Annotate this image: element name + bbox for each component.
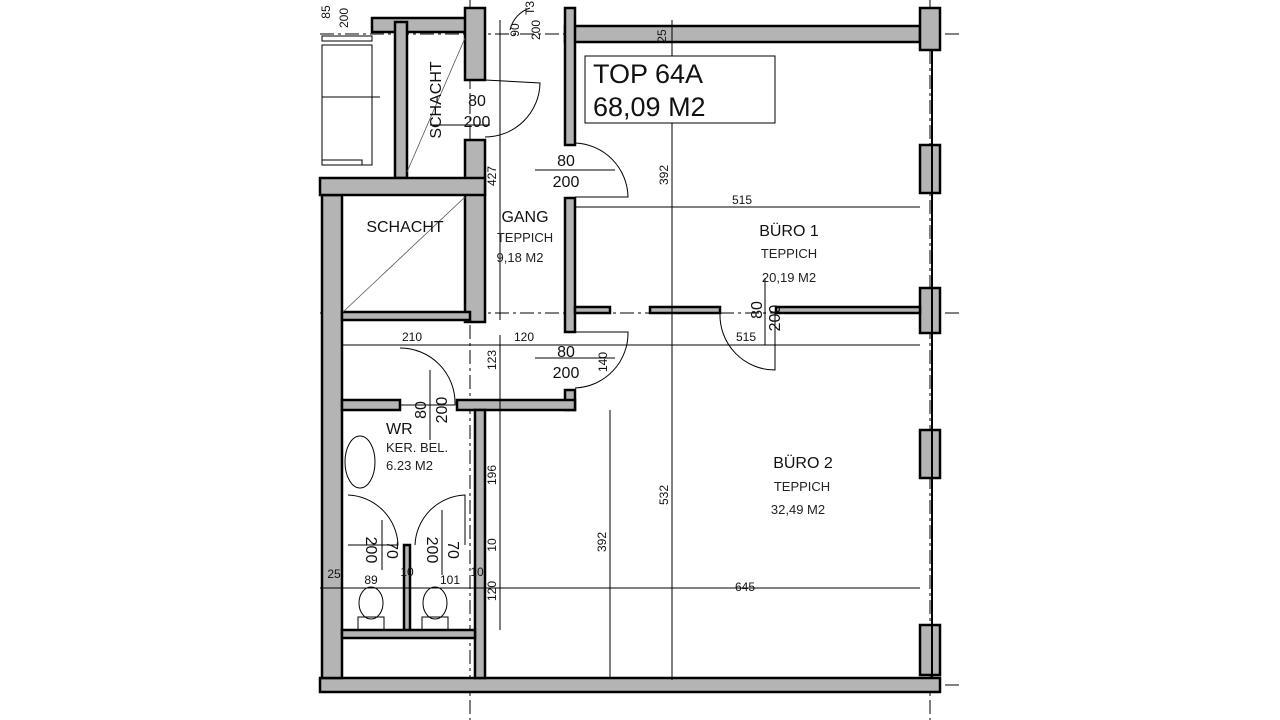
door-stall2-height: 200 [423,537,440,564]
door-buero-height: 200 [767,305,784,332]
shaft-diagonal [406,37,466,173]
unit-label: TOP 64A 68,09 M2 [584,55,776,124]
dim-text: 25 [327,567,341,581]
room-gang-floor: TEPPICH [497,230,553,245]
dim-text: 10 [400,565,414,579]
dim-text: 120 [485,581,499,601]
dim-text: 101 [440,573,460,587]
door-entry-height: 200 [529,20,543,40]
door-stall1-height: 200 [362,537,379,564]
dim-text: 200 [337,8,351,28]
unit-area: 68,09 M2 [593,92,706,122]
room-schacht2-name: SCHACHT [366,219,444,236]
door-gang-bottom-height: 200 [553,365,580,382]
door-gang-top-width: 80 [557,153,575,170]
toilet-icon [421,586,449,631]
dim-text: 89 [364,573,378,587]
room-gang-name: GANG [501,209,548,226]
door-wr-height: 200 [434,397,451,424]
room-buero1-floor: TEPPICH [761,246,817,261]
dim-text: 25 [655,29,669,43]
room-buero2-floor: TEPPICH [774,479,830,494]
door-entry-width: 90 [508,23,522,37]
dim-text: 392 [657,165,671,185]
dim-text: 532 [657,485,671,505]
door-stall1-width: 70 [383,541,400,559]
dim-text: 210 [402,330,422,344]
door-stall2-width: 70 [444,541,461,559]
walls [318,6,942,694]
room-wr-area: 6.23 M2 [386,458,433,473]
dim-text: 427 [485,166,499,186]
door-shaft-width: 80 [468,93,486,110]
toilet-icon [357,586,385,631]
room-buero1-area: 20,19 M2 [762,270,816,285]
dim-text: 120 [514,330,534,344]
dim-text: 123 [485,350,499,370]
dimension-lines [320,20,920,680]
dim-text: 10 [470,565,484,579]
room-buero2-area: 32,49 M2 [771,502,825,517]
door-entry-suffix: T3 [523,1,537,15]
door-wr-width: 80 [413,401,430,419]
door-swings [347,7,776,546]
unit-title: TOP 64A [593,59,703,89]
door-gang-top-height: 200 [553,174,580,191]
dim-text: 85 [319,5,333,19]
elevator-outline [321,44,373,166]
dim-text: 196 [485,465,499,485]
room-buero1-name: BÜRO 1 [759,222,819,240]
door-gang-bottom-width: 80 [557,344,575,361]
room-buero2-name: BÜRO 2 [773,454,833,472]
dim-text: 140 [596,352,610,372]
dim-text: 10 [485,538,499,552]
dim-text: 645 [735,580,755,594]
door-buero-width: 80 [749,301,766,319]
sink-icon [344,435,376,489]
room-gang-area: 9,18 M2 [497,250,544,265]
dim-text: 392 [595,532,609,552]
door-shaft-height: 200 [464,114,491,131]
shaft-diagonal [342,196,466,313]
dim-text: 515 [732,193,752,207]
room-schacht1-name: SCHACHT [428,61,445,139]
dim-text: 515 [736,330,756,344]
room-wr-floor: KER. BEL. [386,440,448,455]
room-wr-name: WR [386,421,413,438]
